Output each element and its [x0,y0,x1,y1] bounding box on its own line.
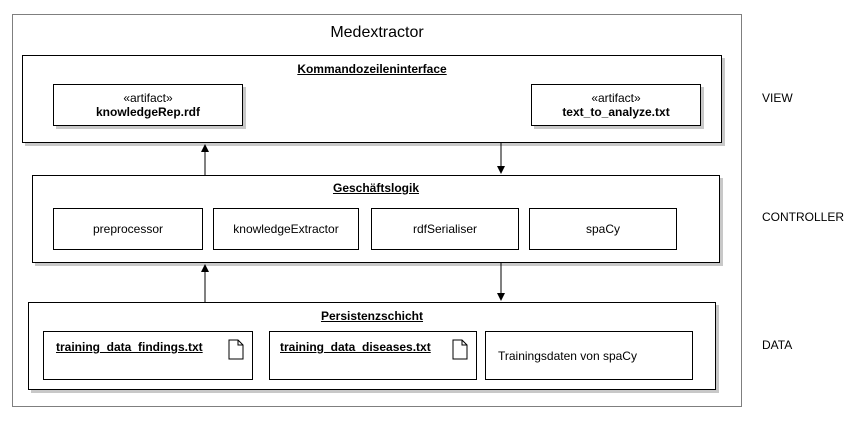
data-layer-title: Persistenzschicht [320,309,424,323]
file-name: training_data_diseases.txt [280,340,431,354]
component-spacy: spaCy [529,208,677,250]
artifact-name: knowledgeRep.rdf [95,104,200,119]
document-icon [228,339,244,360]
artifact-stereotype: «artifact» [123,90,173,105]
component-preprocessor: preprocessor [53,208,203,250]
file-name: training_data_findings.txt [56,340,203,354]
artifact-text-to-analyze: «artifact» text_to_analyze.txt [531,84,701,126]
side-label-view: VIEW [762,91,793,105]
file-training-data-diseases: training_data_diseases.txt [269,331,477,380]
component-rdfserialiser: rdfSerialiser [371,208,519,250]
view-layer: Kommandozeileninterface «artifact» knowl… [22,55,722,143]
controller-layer: Geschäftslogik preprocessor knowledgeExt… [32,175,720,263]
document-icon [452,339,468,360]
side-label-data: DATA [762,338,793,352]
artifact-knowledgerep: «artifact» knowledgeRep.rdf [53,84,243,126]
controller-layer-title: Geschäftslogik [332,181,420,195]
system-boundary [12,14,742,407]
artifact-stereotype: «artifact» [591,90,641,105]
diagram-title: Medextractor [330,24,424,41]
spacy-training-data-label: Trainingsdaten von spaCy [498,349,637,363]
view-layer-title: Kommandozeileninterface [297,62,447,76]
artifact-name: text_to_analyze.txt [562,104,670,119]
file-training-data-findings: training_data_findings.txt [43,331,253,380]
component-knowledgeextractor: knowledgeExtractor [213,208,359,250]
spacy-training-data: Trainingsdaten von spaCy [485,331,693,380]
side-label-controller: CONTROLLER [762,210,845,224]
data-layer: Persistenzschicht training_data_findings… [28,302,716,390]
